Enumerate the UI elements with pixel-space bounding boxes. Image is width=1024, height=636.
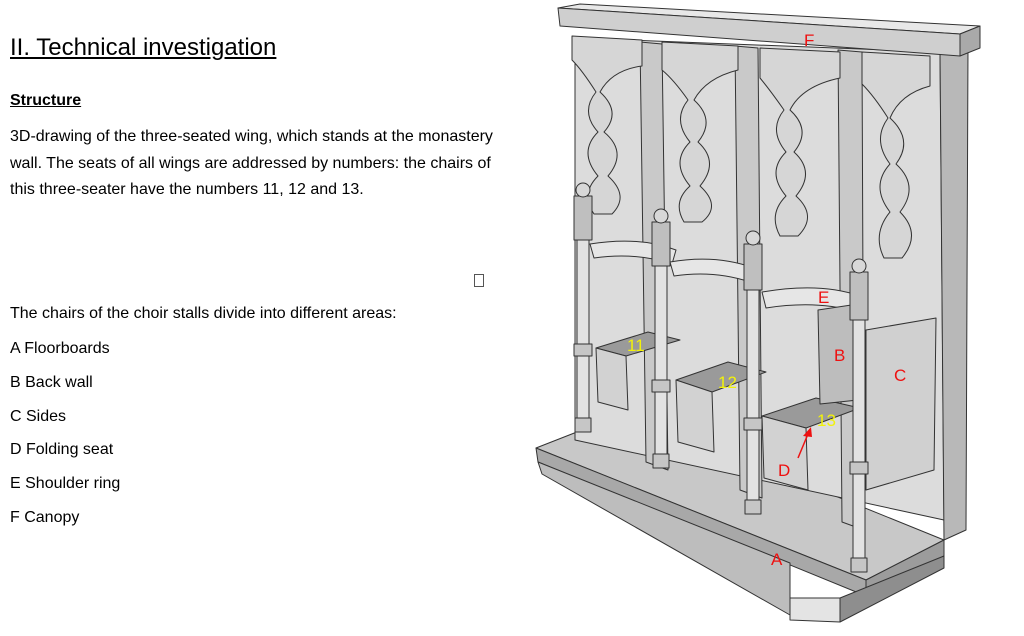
area-item-back-wall: B Back wall xyxy=(10,373,93,391)
page-title: II. Technical investigation xyxy=(10,34,277,61)
area-label-c: C xyxy=(894,366,906,385)
canopy-side xyxy=(959,25,981,57)
right-side-wall xyxy=(939,45,969,541)
area-item-folding-seat: D Folding seat xyxy=(10,441,114,459)
column-2 xyxy=(651,208,671,469)
folding-seat-arrow-head xyxy=(803,427,812,437)
area-label-d: D xyxy=(778,461,790,480)
areas-intro: The chairs of the choir stalls divide in… xyxy=(10,305,397,322)
seat-11-front xyxy=(595,347,629,411)
column-3 xyxy=(743,230,763,515)
seat-13-front xyxy=(761,415,809,491)
area-item-sides: C Sides xyxy=(10,407,67,425)
side-panel-c xyxy=(865,317,937,491)
area-list: A Floorboards B Back wall C Sides D Fold… xyxy=(10,339,120,542)
column-4 xyxy=(849,258,869,573)
area-label-f: F xyxy=(804,31,814,50)
description-paragraph: 3D-drawing of the three-seated wing, whi… xyxy=(10,128,493,199)
missing-glyph-icon xyxy=(474,274,484,287)
seat-number-12: 12 xyxy=(718,373,737,392)
area-label-b: B xyxy=(834,346,845,365)
area-item-floorboards: A Floorboards xyxy=(10,340,110,357)
bracket-1 xyxy=(571,35,643,215)
section-subtitle: Structure xyxy=(10,92,82,109)
bracket-2 xyxy=(661,41,739,223)
area-item-shoulder-ring: E Shoulder ring xyxy=(10,475,121,493)
base-platform-side-lower xyxy=(839,555,945,623)
bracket-4 xyxy=(861,51,931,259)
choir-stall-3d-drawing: A B C D E F 11 12 13 xyxy=(535,3,981,623)
column-1 xyxy=(573,182,593,433)
area-label-e: E xyxy=(818,288,829,307)
seat-number-13: 13 xyxy=(817,411,836,430)
area-item-canopy: F Canopy xyxy=(10,508,80,526)
seat-number-11: 11 xyxy=(627,336,645,355)
folding-seat-arrow xyxy=(797,433,809,459)
bracket-3 xyxy=(759,47,841,237)
base-platform-corner xyxy=(789,597,841,623)
seat-12-front xyxy=(675,379,715,453)
area-label-a: A xyxy=(771,550,783,569)
